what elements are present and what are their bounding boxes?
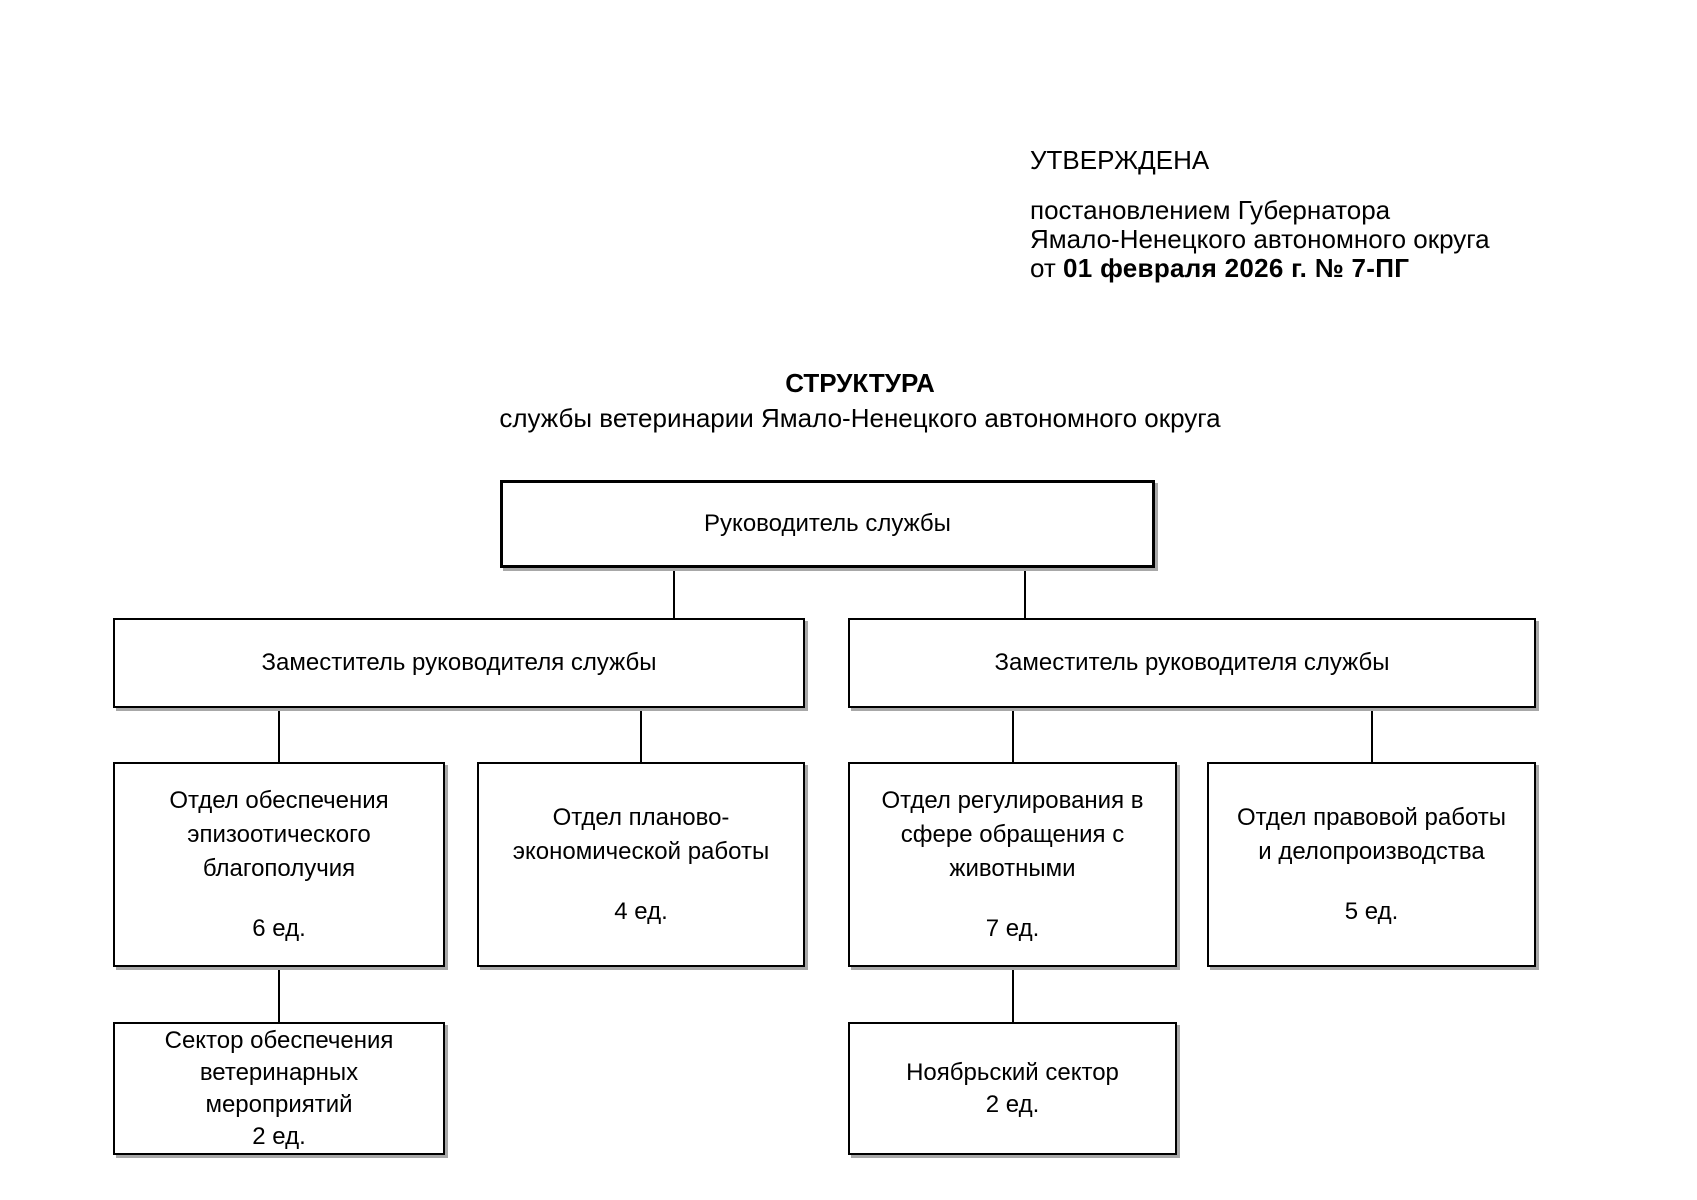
box-head-of-service-label: Руководитель службы xyxy=(704,510,951,537)
connector-deputyright-to-dept-animal xyxy=(1012,708,1014,762)
approval-date-prefix: от xyxy=(1030,253,1064,283)
approval-authority-lines: постановлением Губернатора Ямало-Ненецко… xyxy=(1030,195,1490,254)
connector-dept-animal-to-sector-noyabrsk xyxy=(1012,967,1014,1022)
box-dept-animal-regulation-count: 7 ед. xyxy=(985,914,1040,942)
box-dept-planning-economic-title: Отдел планово- экономической работы xyxy=(512,803,770,865)
connector-head-to-deputy-left xyxy=(673,568,675,618)
box-sector-vet-measures: Сектор обеспечения ветеринарных мероприя… xyxy=(113,1022,445,1155)
connector-deputyright-to-dept-legal xyxy=(1371,708,1373,762)
connector-dept-epizootic-to-sector-vet xyxy=(278,967,280,1022)
page-subtitle: службы ветеринарии Ямало-Ненецкого автон… xyxy=(499,403,1221,433)
page-title: СТРУКТУРА xyxy=(785,368,935,398)
document-title-block: СТРУКТУРА службы ветеринарии Ямало-Ненец… xyxy=(20,366,1697,436)
box-dept-planning-economic-count: 4 ед. xyxy=(614,897,668,925)
box-dept-legal-records-count: 5 ед. xyxy=(1344,897,1399,925)
box-dept-planning-economic: Отдел планово- экономической работы 4 ед… xyxy=(477,762,805,967)
box-deputy-left-label: Заместитель руководителя службы xyxy=(261,649,657,676)
box-deputy-right: Заместитель руководителя службы xyxy=(848,618,1536,708)
connector-deputyleft-to-dept-planning xyxy=(640,708,642,762)
approval-date-value: 01 февраля 2026 г. № 7-ПГ xyxy=(1063,253,1410,283)
box-sector-vet-measures-count: 2 ед. xyxy=(252,1122,306,1150)
approved-label: УТВЕРЖДЕНА xyxy=(1030,145,1210,175)
approval-block: УТВЕРЖДЕНА постановлением Губернатора Ям… xyxy=(1030,146,1530,283)
box-head-of-service: Руководитель службы xyxy=(500,480,1155,568)
box-sector-noyabrsk: Ноябрьский сектор 2 ед. xyxy=(848,1022,1177,1155)
box-dept-epizootic-welfare: Отдел обеспечения эпизоотического благоп… xyxy=(113,762,445,967)
box-deputy-right-label: Заместитель руководителя службы xyxy=(994,649,1390,676)
box-deputy-left: Заместитель руководителя службы xyxy=(113,618,805,708)
approval-date-line: от 01 февраля 2026 г. № 7-ПГ xyxy=(1030,254,1530,283)
box-dept-legal-records: Отдел правовой работы и делопроизводства… xyxy=(1207,762,1536,967)
box-sector-noyabrsk-title: Ноябрьский сектор xyxy=(906,1058,1119,1086)
box-dept-animal-regulation: Отдел регулирования в сфере обращения с … xyxy=(848,762,1177,967)
box-sector-noyabrsk-count: 2 ед. xyxy=(985,1090,1040,1118)
box-sector-vet-measures-title: Сектор обеспечения ветеринарных мероприя… xyxy=(164,1026,394,1118)
connector-deputyleft-to-dept-epizootic xyxy=(278,708,280,762)
box-dept-legal-records-title: Отдел правовой работы и делопроизводства xyxy=(1236,803,1506,865)
box-dept-epizootic-welfare-title: Отдел обеспечения эпизоотического благоп… xyxy=(169,786,389,882)
connector-head-to-deputy-right xyxy=(1024,568,1026,618)
box-dept-epizootic-welfare-count: 6 ед. xyxy=(252,914,306,942)
box-dept-animal-regulation-title: Отдел регулирования в сфере обращения с … xyxy=(881,786,1144,882)
